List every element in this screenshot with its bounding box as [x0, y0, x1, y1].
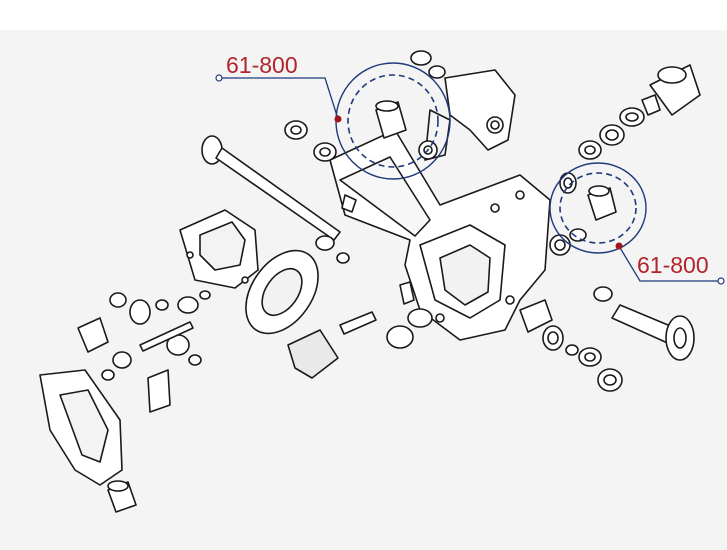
marker-dot: [334, 115, 342, 123]
leader-endpoint: [215, 74, 223, 82]
drive-pinion: [287, 311, 377, 379]
drain-plug: [399, 281, 415, 305]
axle-shaft-right: [593, 286, 695, 361]
oil-seal: [407, 308, 433, 328]
callout-top-group: [215, 62, 451, 180]
shim-washer: [386, 325, 414, 349]
companion-flange-top-right: [641, 64, 701, 116]
leader-endpoint: [717, 277, 725, 285]
marker-dot: [615, 242, 623, 250]
ring-gear: [245, 249, 319, 335]
highlight-circle-outer: [549, 162, 647, 254]
part-number-label: 61-800: [226, 52, 298, 78]
ring-washer: [410, 50, 432, 66]
rear-cover-plate: [39, 369, 123, 486]
highlight-circle-dashed: [347, 74, 439, 168]
differential-carrier-housing: [329, 129, 571, 341]
part-number-label: 61-800: [637, 252, 709, 278]
carrier-bearing-right: [519, 299, 623, 392]
leader-line: [219, 77, 339, 120]
bushing-bottom: [107, 480, 137, 513]
callout-right-group: [549, 162, 725, 285]
differential-case: [179, 209, 259, 289]
upper-mount-bracket: [424, 69, 516, 161]
bearing-cap-left: [77, 317, 171, 413]
axle-shaft-left: [201, 135, 357, 264]
bushing-right: [559, 172, 617, 242]
leader-line: [618, 245, 720, 282]
ring-washer: [428, 65, 446, 79]
highlight-circle-dashed: [559, 172, 637, 244]
spider-gear-set: [101, 290, 211, 381]
